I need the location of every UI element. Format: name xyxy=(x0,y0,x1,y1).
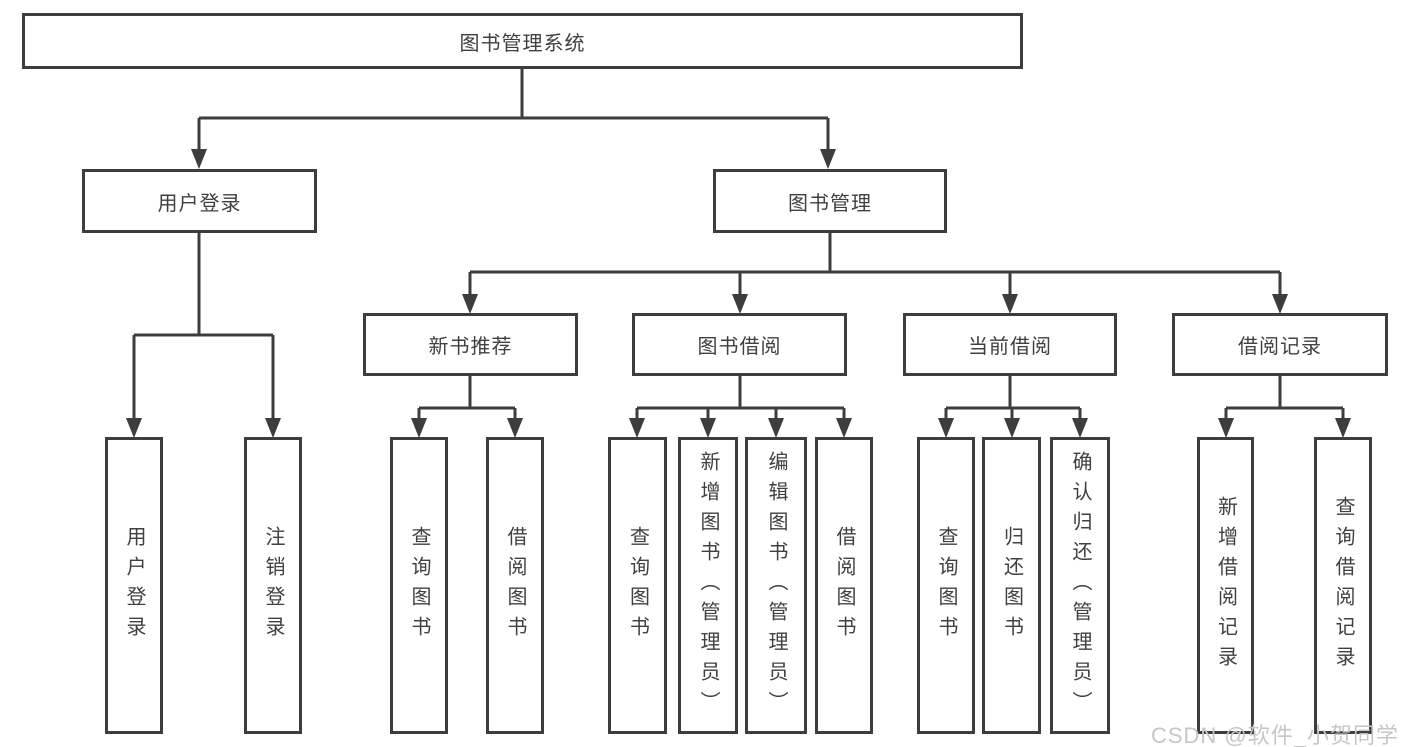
node-label: 用户登录 xyxy=(123,525,145,646)
node-user-login: 用户登录 xyxy=(82,169,317,233)
node-label: 注销登录 xyxy=(262,525,284,646)
node-label: 归还图书 xyxy=(1000,525,1023,646)
node-label: 查询借阅记录 xyxy=(1332,495,1354,676)
node-label: 借阅记录 xyxy=(1238,336,1322,358)
arrow-down-icon xyxy=(126,418,142,438)
node-label: 新增图书（管理员） xyxy=(697,450,719,721)
arrow-down-icon xyxy=(265,418,281,438)
arrow-down-icon xyxy=(700,418,716,438)
node-label: 新书推荐 xyxy=(428,336,513,358)
node-book-management: 图书管理 xyxy=(713,169,947,233)
node-label: 图书管理系统 xyxy=(459,32,586,55)
arrow-down-icon xyxy=(1335,418,1351,438)
arrow-down-icon xyxy=(191,149,207,169)
node-label: 编辑图书（管理员） xyxy=(765,450,787,721)
leaf-return-books: 归还图书 xyxy=(982,437,1041,734)
connector-bookborrow-to-leaves xyxy=(635,376,846,421)
leaf-query-books: 查询图书 xyxy=(608,437,667,734)
node-label: 借阅图书 xyxy=(833,525,855,646)
node-label: 用户登录 xyxy=(157,192,242,215)
arrow-down-icon xyxy=(1004,418,1020,438)
node-library-management-system: 图书管理系统 xyxy=(22,13,1023,69)
leaf-borrow-books: 借阅图书 xyxy=(486,437,544,734)
arrow-down-icon xyxy=(820,149,836,169)
node-label: 借阅图书 xyxy=(504,525,526,646)
leaf-borrow-books: 借阅图书 xyxy=(815,437,873,734)
leaf-logout: 注销登录 xyxy=(244,437,302,734)
arrow-down-icon xyxy=(938,418,954,438)
arrow-down-icon xyxy=(462,294,478,314)
node-current-borrowing: 当前借阅 xyxy=(903,313,1117,376)
leaf-add-borrow-record: 新增借阅记录 xyxy=(1197,437,1254,734)
node-label: 图书借阅 xyxy=(697,336,782,358)
arrow-down-icon xyxy=(507,418,523,438)
leaf-query-books: 查询图书 xyxy=(917,437,975,734)
node-label: 查询图书 xyxy=(935,525,957,646)
node-borrowing-records: 借阅记录 xyxy=(1172,313,1388,376)
leaf-query-borrow-record: 查询借阅记录 xyxy=(1314,437,1372,734)
leaf-confirm-return-admin: 确认归还（管理员） xyxy=(1050,437,1110,734)
arrow-down-icon xyxy=(836,418,852,438)
node-label: 图书管理 xyxy=(788,192,872,215)
node-book-borrowing: 图书借阅 xyxy=(632,313,847,376)
arrowheads xyxy=(126,149,1351,438)
connector-newbook-to-leaves xyxy=(417,376,517,421)
arrow-down-icon xyxy=(1218,418,1234,438)
csdn-watermark: CSDN @软件_小贺同学 xyxy=(1150,723,1399,747)
arrow-down-icon xyxy=(732,294,748,314)
leaf-query-books: 查询图书 xyxy=(390,437,448,734)
connector-bookmgmt-to-level3 xyxy=(468,233,1282,297)
arrow-down-icon xyxy=(768,418,784,438)
node-label: 新增借阅记录 xyxy=(1214,495,1237,676)
leaf-user-login: 用户登录 xyxy=(105,437,163,734)
arrow-down-icon xyxy=(1272,294,1288,314)
arrow-down-icon xyxy=(629,418,645,438)
arrow-down-icon xyxy=(1002,294,1018,314)
connector-curborrow-to-leaves xyxy=(944,376,1082,421)
node-new-book-recommendation: 新书推荐 xyxy=(363,313,578,376)
arrow-down-icon xyxy=(411,418,427,438)
leaf-edit-book-admin: 编辑图书（管理员） xyxy=(745,437,807,734)
connector-records-to-leaves xyxy=(1224,376,1345,421)
connector-root-to-level2 xyxy=(197,68,830,152)
arrow-down-icon xyxy=(1072,418,1088,438)
node-label: 查询图书 xyxy=(408,525,430,646)
node-label: 查询图书 xyxy=(626,525,649,646)
node-label: 确认归还（管理员） xyxy=(1069,450,1091,721)
node-label: 当前借阅 xyxy=(968,336,1052,358)
leaf-add-book-admin: 新增图书（管理员） xyxy=(678,437,738,734)
connector-userlogin-to-leaves xyxy=(132,233,275,421)
